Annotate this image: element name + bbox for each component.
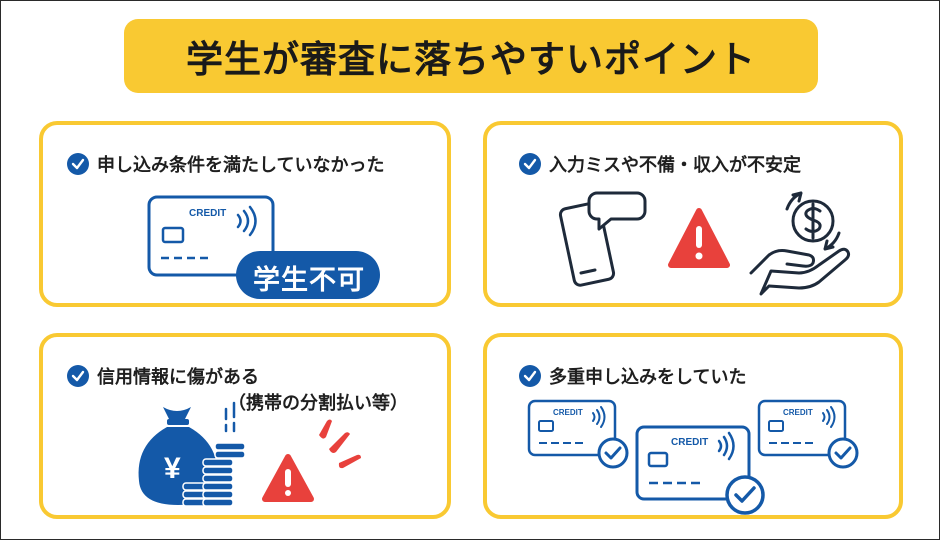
warning-icon [668, 208, 730, 268]
credit-cards-illustration: CREDIT CREDIT CREDIT [527, 399, 859, 515]
point-card-credit-history: 信用情報に傷がある （携帯の分割払い等） ¥ [39, 333, 451, 519]
point-heading: 信用情報に傷がある [67, 363, 259, 389]
credit-card-icon: CREDIT [527, 399, 629, 469]
check-icon [67, 153, 89, 175]
point-heading: 申し込み条件を満たしていなかった [67, 151, 384, 177]
svg-text:CREDIT: CREDIT [671, 437, 708, 448]
sparkle-lines-icon [224, 401, 236, 433]
credit-card-illustration: CREDIT [147, 195, 380, 299]
svg-text:CREDIT: CREDIT [783, 408, 813, 417]
card-label: CREDIT [189, 208, 226, 219]
check-icon [519, 153, 541, 175]
check-icon [67, 365, 89, 387]
credit-card-icon: CREDIT [635, 425, 765, 515]
point-card-input-errors: 入力ミスや不備・収入が不安定 [483, 121, 903, 307]
point-card-conditions: 申し込み条件を満たしていなかった CREDIT 学生不可 [39, 121, 451, 307]
point-heading: 入力ミスや不備・収入が不安定 [519, 151, 801, 177]
point-heading: 多重申し込みをしていた [519, 363, 746, 389]
coin-stack-icon [182, 442, 246, 507]
point-heading-text: 入力ミスや不備・収入が不安定 [549, 155, 801, 176]
smartphone-chat-icon [558, 191, 647, 287]
point-heading-text: 多重申し込みをしていた [549, 367, 747, 388]
point-heading-text: 信用情報に傷がある [97, 367, 259, 388]
check-icon [519, 365, 541, 387]
page-title: 学生が審査に落ちやすいポイント [124, 19, 818, 93]
badge-background [236, 251, 380, 299]
point-card-multiple-applications: 多重申し込みをしていた CREDIT CREDIT [483, 333, 903, 519]
yen-sign: ¥ [164, 452, 181, 485]
svg-text:CREDIT: CREDIT [553, 408, 583, 417]
warning-icon [262, 454, 314, 502]
exclamation-icon [319, 419, 361, 469]
point-subheading: （携帯の分割払い等） [228, 393, 408, 414]
hand-money-icon [749, 191, 851, 296]
credit-card-icon: CREDIT [757, 399, 859, 469]
point-heading-text: 申し込み条件を満たしていなかった [97, 155, 385, 176]
student-not-allowed-badge: 学生不可 [253, 265, 365, 296]
